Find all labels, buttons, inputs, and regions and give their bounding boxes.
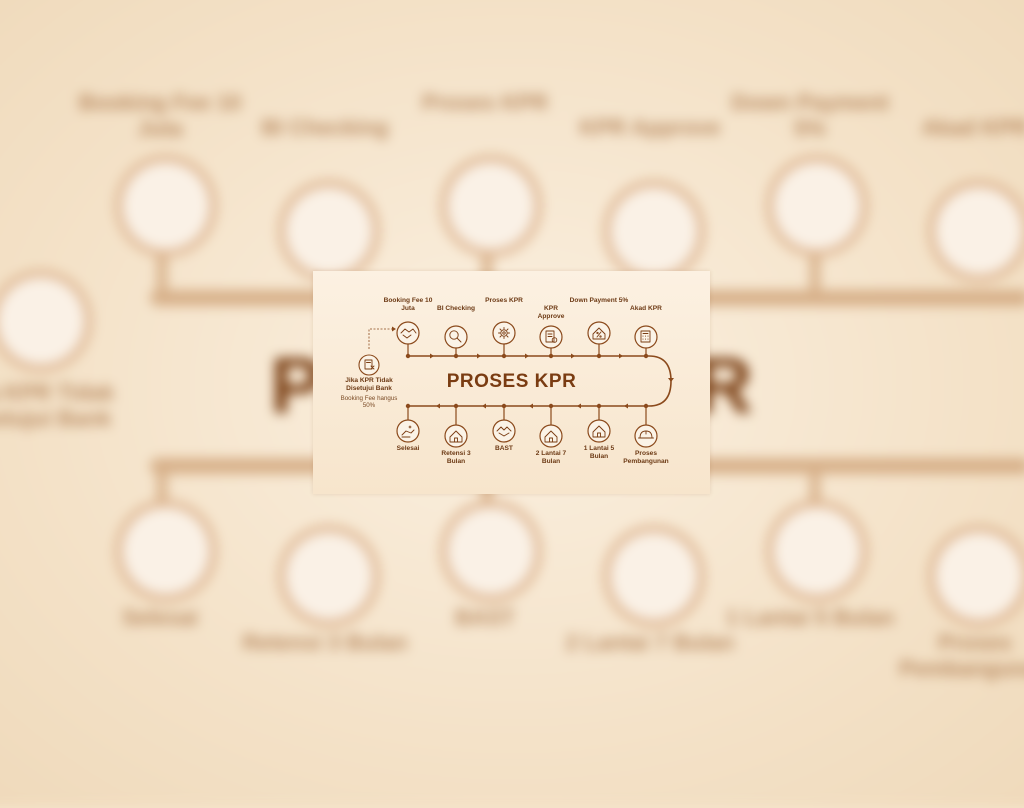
step-label-bi-checking: BI Checking (436, 305, 476, 312)
bg-stem (482, 465, 492, 525)
bg-circle (766, 155, 868, 257)
step-label-proses-pembangunan: Proses Pembangunan (623, 450, 669, 465)
hand-sparkle-icon (401, 425, 415, 438)
bg-label: Retensi 3 Bulan (242, 630, 408, 655)
bg-label: Proses Pembangunan (899, 630, 1024, 681)
bg-stem (810, 465, 820, 525)
top-arrows (430, 353, 674, 382)
handshake-icon (496, 426, 512, 437)
bg-stem (482, 230, 492, 290)
side-note-label: Jika KPR Tidak Disetujui Bank (345, 377, 393, 392)
bottom-dots (405, 403, 649, 409)
bg-label: Selesai (122, 605, 198, 630)
step-label-proses-kpr: Proses KPR (485, 297, 523, 304)
top-step-nodes (396, 321, 658, 356)
top-dots (405, 353, 649, 359)
bg-label: BI Checking (261, 115, 389, 140)
bg-circle (440, 500, 542, 602)
bg-circle (440, 155, 542, 257)
house-icon (544, 430, 558, 443)
bg-label: BAST (455, 605, 515, 630)
bg-circle (115, 155, 217, 257)
bg-circle (766, 500, 868, 602)
house-icon (592, 425, 606, 438)
document-cross-icon (364, 359, 375, 370)
flow-lines (358, 321, 674, 448)
bg-label: 1 Lantai 5 Bulan (725, 605, 895, 630)
bg-stem (810, 230, 820, 290)
bg-circle (603, 180, 705, 282)
step-label-down-payment: Down Payment 5% (569, 297, 629, 304)
bg-stem (157, 465, 167, 525)
bottom-step-nodes (396, 406, 658, 448)
bg-label: Booking Fee 10 Juta (78, 90, 242, 141)
step-label-2-lantai: 2 Lantai 7 Bulan (535, 450, 567, 465)
bg-label: KPR Approve (579, 115, 721, 140)
bg-label: 2 Lantai 7 Bulan (565, 630, 735, 655)
magnifier-icon (449, 330, 462, 343)
side-note-detail: Booking Fee hangus 50% (340, 395, 398, 410)
document-check-icon (545, 330, 558, 343)
house-icon (449, 430, 463, 443)
bg-label: Akad KPR (921, 115, 1024, 140)
step-label-bast: BAST (495, 445, 513, 452)
calculator-icon (640, 330, 651, 343)
handshake-icon (400, 328, 417, 339)
bg-circle (603, 525, 705, 627)
step-label-retensi: Retensi 3 Bulan (441, 450, 471, 465)
bg-circle (278, 525, 380, 627)
builder-helmet-icon (638, 430, 654, 439)
bg-circle (278, 180, 380, 282)
bg-circle (928, 180, 1024, 282)
house-percent-icon (592, 327, 606, 340)
bg-label: Down Payment 5% (731, 90, 889, 141)
gear-icon (498, 327, 510, 339)
bottom-arrows (436, 403, 628, 409)
step-label-selesai: Selesai (396, 445, 420, 452)
bg-circle (115, 500, 217, 602)
step-label-akad-kpr: Akad KPR (630, 305, 662, 312)
step-label-booking-fee: Booking Fee 10 Juta (383, 297, 433, 312)
diagram-title: PROSES KPR (446, 371, 577, 392)
side-note-link (368, 328, 392, 349)
step-label-kpr-approve: KPR Approve (537, 305, 565, 320)
bg-circle (928, 525, 1024, 627)
bg-label: Jika KPR Tidak Disetujui Bank (0, 380, 115, 431)
bg-circle (0, 270, 92, 372)
bg-stem (157, 230, 167, 290)
step-label-1-lantai: 1 Lantai 5 Bulan (583, 445, 615, 460)
bg-label: Proses KPR (422, 90, 548, 115)
side-note-circle (358, 354, 380, 376)
kpr-process-diagram: PROSES KPR Booking Fee 10 Juta BI Checki… (313, 271, 710, 494)
